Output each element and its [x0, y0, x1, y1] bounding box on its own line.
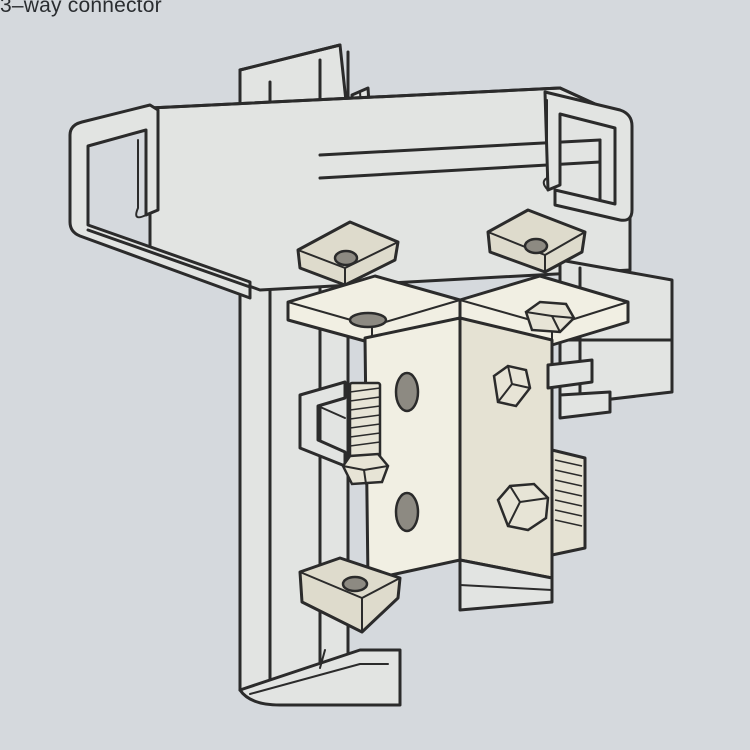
hex-bolt-head-upper — [492, 364, 532, 408]
hex-bolt-flange — [524, 300, 594, 390]
right-channel-end — [542, 90, 634, 222]
channel-nut-bottom — [298, 556, 402, 634]
channel-nut-top-left — [296, 220, 400, 287]
figure-caption: 3–way connector — [0, 0, 162, 17]
channel-nut-top-right — [486, 208, 587, 274]
left-threaded-bolt — [341, 381, 390, 486]
bracket-web-left — [363, 316, 462, 582]
left-upper-clip — [298, 380, 347, 468]
bracket-web-right — [458, 316, 554, 612]
lower-right-bolt — [496, 448, 587, 557]
left-channel-end — [68, 103, 252, 300]
